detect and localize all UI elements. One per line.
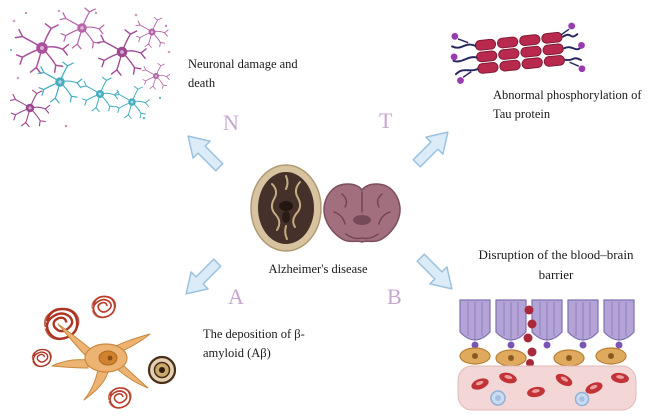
- neurons-illustration: [9, 7, 171, 128]
- tau-protein-illustration: [450, 22, 586, 84]
- vessel-lumen: [457, 365, 637, 411]
- label-tau-phosphorylation: Abnormal phosphorylation of Tau protein: [493, 88, 642, 122]
- astrocyte-cell: [51, 323, 151, 401]
- letter-b: B: [387, 284, 402, 309]
- label-amyloid-deposition: The deposition of β-amyloid (Aβ): [203, 327, 305, 361]
- label-bbb-disruption: Disruption of the blood–brain barrier: [478, 247, 634, 283]
- brain-coronal-section-illustration: [323, 183, 401, 243]
- diagram-title: Alzheimer's disease: [268, 262, 368, 276]
- amyloid-plaque: [147, 355, 177, 385]
- microtubule-bundle: [450, 22, 586, 84]
- neuron-cluster: [9, 7, 171, 128]
- speckle-dots: [9, 9, 171, 128]
- arrow-up-right-icon: [406, 120, 460, 174]
- letter-n: N: [223, 110, 239, 135]
- letter-a: A: [228, 284, 244, 309]
- pericyte-cells: [459, 347, 627, 367]
- immune-cells: [490, 390, 590, 407]
- tau-fibrils: [451, 33, 583, 76]
- arrow-down-right-icon: [410, 247, 464, 301]
- leaking-red-cells: [523, 305, 537, 367]
- arrow-up-left-icon: [176, 124, 230, 178]
- letter-t: T: [379, 108, 393, 133]
- red-blood-cells: [471, 372, 629, 398]
- endothelial-columns: [459, 299, 635, 349]
- phosphate-dots: [450, 22, 586, 84]
- brain-axial-slice-illustration: [250, 164, 322, 252]
- blood-brain-barrier-illustration: [457, 299, 637, 411]
- label-neuronal-damage: Neuronal damage and death: [188, 57, 298, 91]
- amyloid-astrocyte-illustration: [31, 295, 177, 409]
